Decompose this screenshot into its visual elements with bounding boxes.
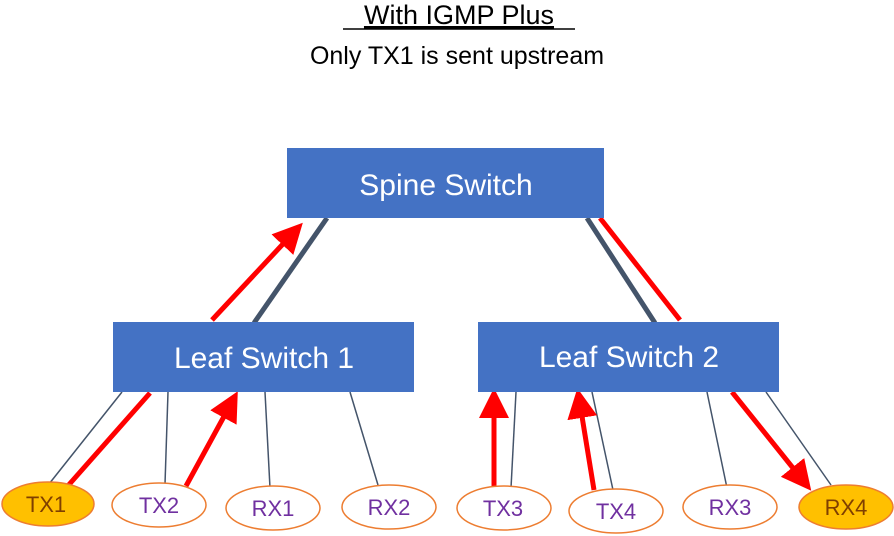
node-tx1: TX1 bbox=[1, 481, 95, 527]
node-tx1-shape bbox=[1, 481, 95, 527]
node-tx2-label: TX2 bbox=[139, 493, 179, 518]
link-spine-leaf2 bbox=[584, 216, 658, 325]
node-tx1-label: TX1 bbox=[26, 492, 66, 517]
leaf-switch-1-label: Leaf Switch 1 bbox=[174, 342, 354, 375]
link-leaf2-rx4 bbox=[765, 391, 832, 486]
leaf-switch-1-box bbox=[113, 322, 414, 392]
node-rx3-label: RX3 bbox=[709, 495, 752, 520]
node-tx4: TX4 bbox=[568, 488, 664, 534]
link-spine-leaf1 bbox=[251, 216, 330, 325]
link-leaf1-tx2 bbox=[164, 391, 169, 485]
node-tx2-shape bbox=[111, 482, 207, 528]
flow-arrow-tx2-to-leaf1 bbox=[183, 391, 238, 488]
link-leaf2-rx3 bbox=[706, 391, 728, 489]
flow-arrow-leaf2-to-rx4 bbox=[730, 390, 812, 491]
node-tx3: TX3 bbox=[456, 485, 552, 531]
link-leaf2-tx4 bbox=[591, 391, 614, 491]
flow-line-spine-to-leaf2 bbox=[598, 216, 682, 322]
flow-arrow-leaf1-to-spine bbox=[210, 222, 303, 322]
node-rx1-label: RX1 bbox=[252, 496, 295, 521]
node-tx3-label: TX3 bbox=[483, 496, 523, 521]
link-leaf1-rx1 bbox=[264, 391, 271, 489]
link-leaf2-tx3 bbox=[510, 391, 517, 489]
spine-switch-label: Spine Switch bbox=[359, 169, 532, 202]
flow-line-tx1-to-leaf1 bbox=[64, 391, 152, 490]
link-leaf1-rx2 bbox=[349, 391, 379, 486]
node-tx4-label: TX4 bbox=[596, 499, 636, 524]
node-rx1-shape bbox=[225, 485, 321, 531]
diagram-subtitle: Only TX1 is sent upstream bbox=[310, 42, 604, 70]
leaf-switch-2-label: Leaf Switch 2 bbox=[539, 341, 719, 374]
node-rx4-shape bbox=[798, 484, 894, 530]
node-rx3-shape bbox=[682, 484, 778, 530]
node-tx3-shape bbox=[456, 485, 552, 531]
node-rx2-label: RX2 bbox=[368, 495, 411, 520]
flow-arrow-tx4-to-leaf2 bbox=[567, 388, 598, 491]
node-rx4-label: RX4 bbox=[825, 495, 868, 520]
node-rx2-shape bbox=[341, 484, 437, 530]
leaf-switch-2: Leaf Switch 2 bbox=[478, 322, 779, 392]
diagram-title: With IGMP Plus bbox=[364, 0, 554, 30]
spine-switch: Spine Switch bbox=[287, 148, 604, 218]
node-tx4-shape bbox=[568, 488, 664, 534]
node-rx1: RX1 bbox=[225, 485, 321, 531]
leaf-switch-1: Leaf Switch 1 bbox=[113, 322, 414, 392]
node-rx3: RX3 bbox=[682, 484, 778, 530]
leaf-switch-2-box bbox=[478, 322, 779, 392]
spine-switch-box bbox=[287, 148, 604, 218]
node-tx2: TX2 bbox=[111, 482, 207, 528]
node-rx4: RX4 bbox=[798, 484, 894, 530]
node-rx2: RX2 bbox=[341, 484, 437, 530]
link-leaf1-tx1 bbox=[48, 391, 123, 485]
